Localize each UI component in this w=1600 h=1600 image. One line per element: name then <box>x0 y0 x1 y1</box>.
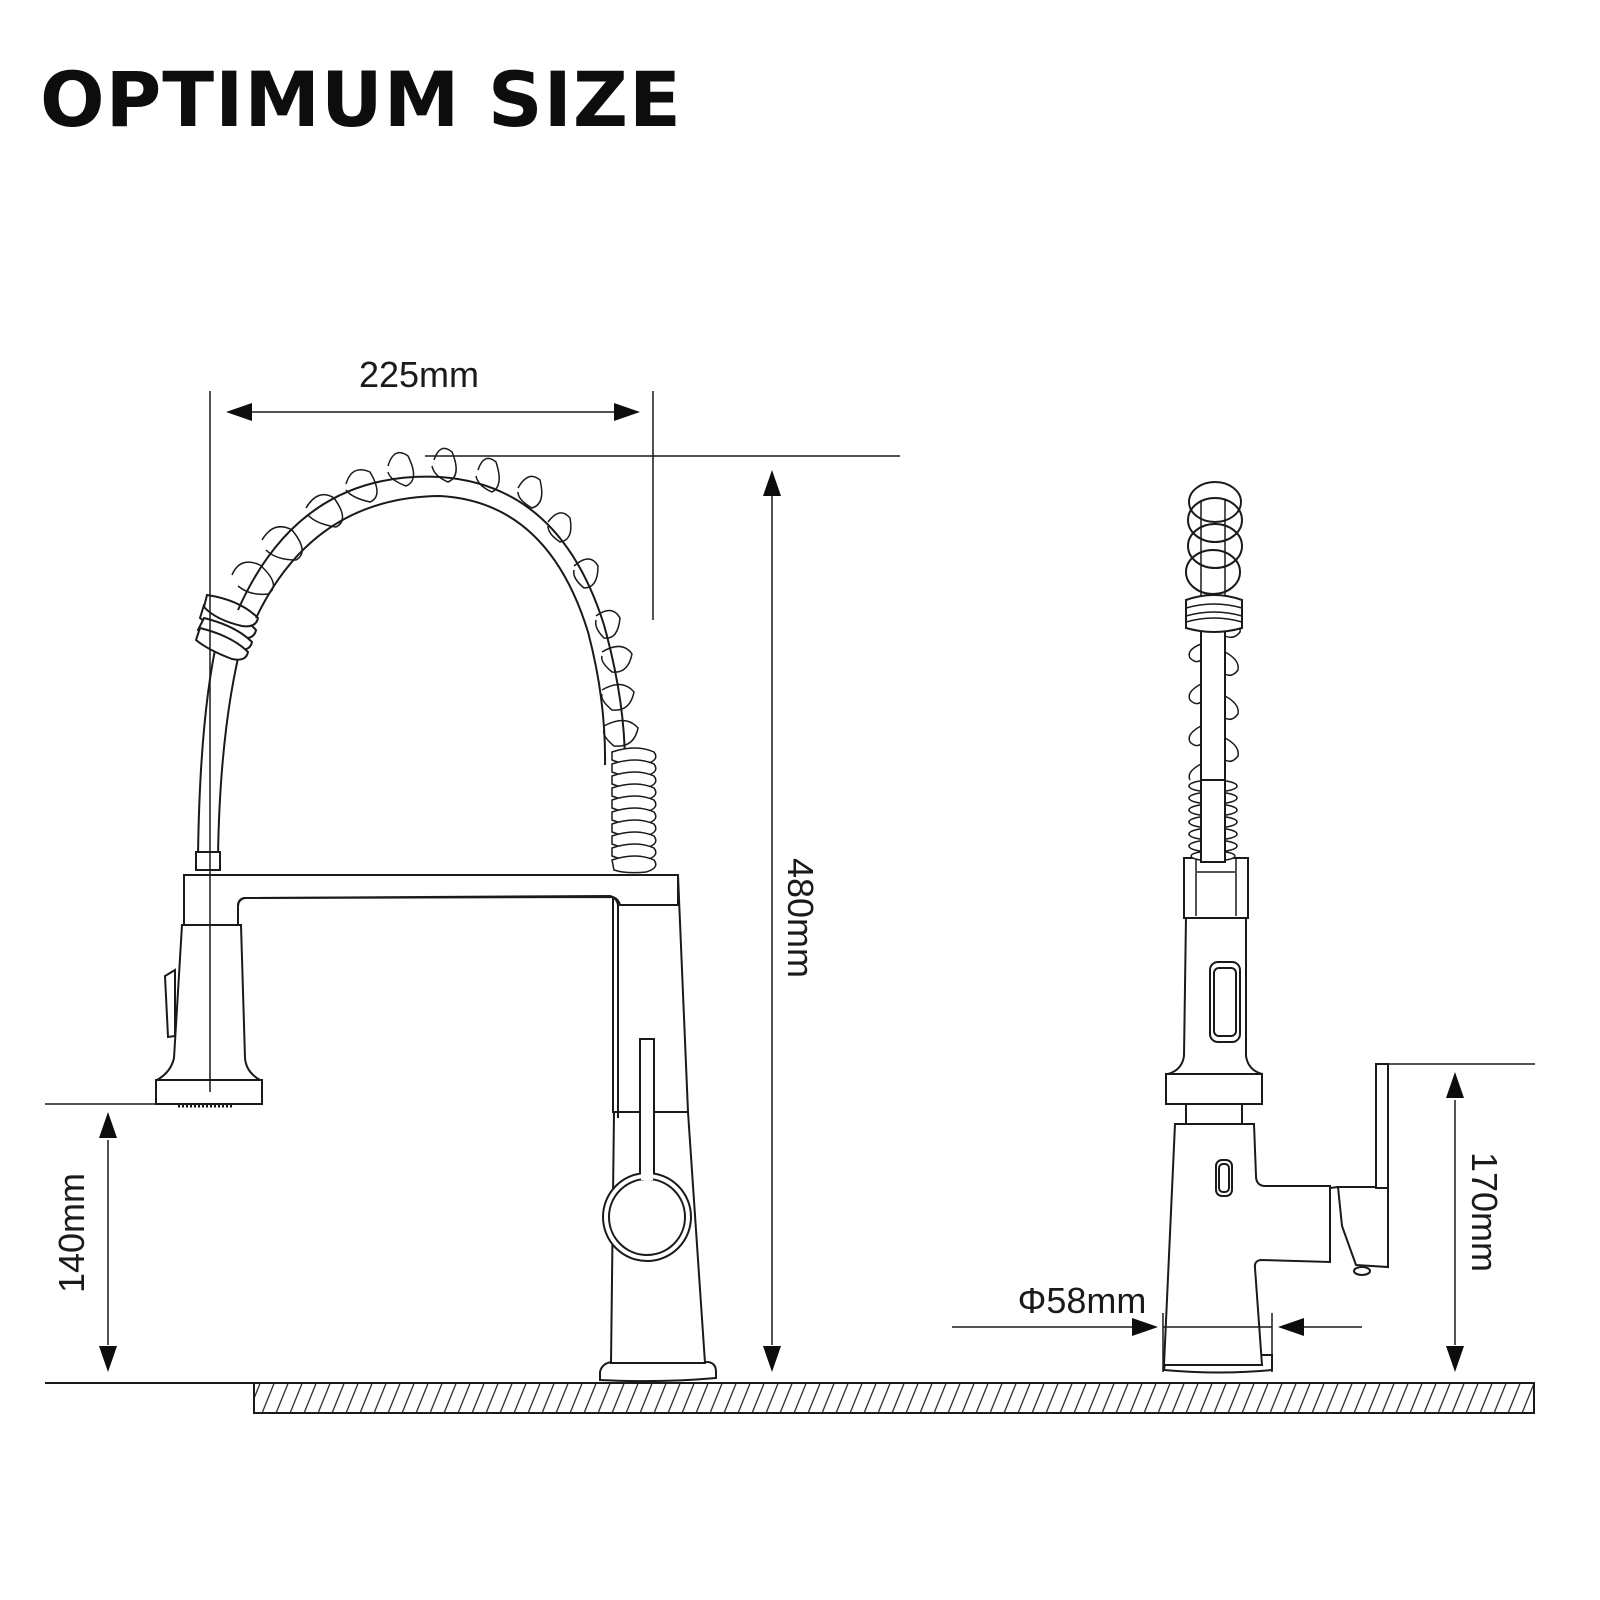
dimension-spout-clearance <box>45 1103 215 1372</box>
front-view-faucet <box>154 447 717 1383</box>
countertop <box>45 1382 1535 1414</box>
dimension-total-height <box>425 455 900 1372</box>
tight-coil <box>611 747 657 874</box>
spring-coil <box>231 447 639 747</box>
page-title: OPTIMUM SIZE <box>40 55 682 144</box>
side-view-faucet <box>1162 481 1389 1374</box>
side-top-coil <box>1185 481 1243 633</box>
hose-coil-rings <box>194 593 260 661</box>
dimension-reach <box>209 391 654 1092</box>
dimension-label-spout-clearance: 140mm <box>51 1173 92 1293</box>
dimension-base-diameter <box>952 1313 1362 1372</box>
dimension-handle-height <box>1388 1063 1535 1372</box>
dimension-label-handle-height: 170mm <box>1464 1152 1505 1272</box>
dimension-label-base-diameter: Φ58mm <box>1018 1280 1147 1321</box>
dimension-label-reach: 225mm <box>359 354 479 395</box>
dimension-label-total-height: 480mm <box>780 858 821 978</box>
